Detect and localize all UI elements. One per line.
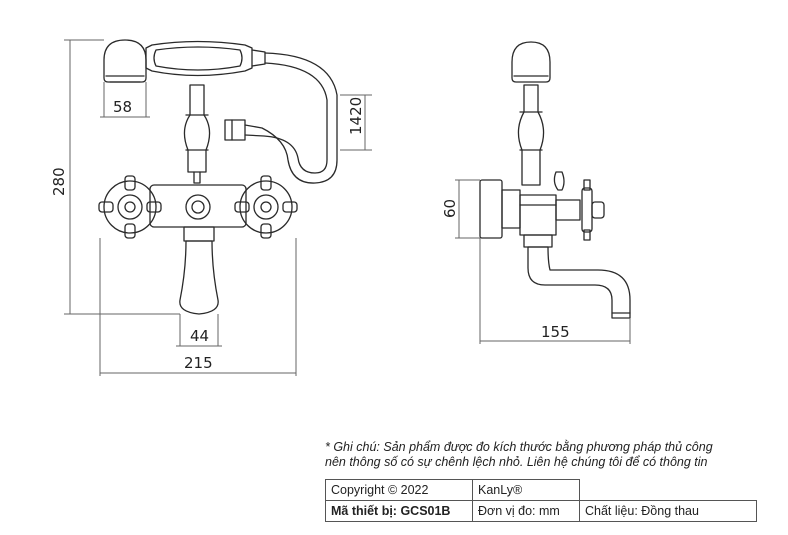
side-cross-handle [581,179,605,241]
mixer-body [149,184,247,228]
dim-label-60: 60 [441,199,459,218]
brand-cell: KanLy® [472,479,580,501]
dim-label-58: 58 [113,98,132,116]
side-spout [527,246,631,319]
dim-label-215: 215 [184,354,213,372]
dim-label-44: 44 [190,327,209,345]
side-body [519,194,557,236]
copyright-cell: Copyright © 2022 [325,479,473,501]
front-spout [179,240,219,315]
note-line-1: * Ghi chú: Sản phẩm được đo kích thước b… [325,440,713,454]
material-cell: Chất liệu: Đồng thau [579,500,757,522]
unit-cell: Đơn vị đo: mm [472,500,580,522]
measurement-note: * Ghi chú: Sản phẩm được đo kích thước b… [325,440,765,470]
shower-hose [244,52,338,184]
spec-table: Copyright © 2022 KanLy® Mã thiết bị: GCS… [325,479,757,522]
side-view [479,41,631,319]
faucet-technical-drawing: 58 1420 280 44 215 60 155 [50,39,631,376]
model-cell: Mã thiết bị: GCS01B [325,500,473,522]
handset-head [103,39,147,83]
right-cross-handle [234,175,298,239]
cradle-column [183,84,211,173]
front-view [98,39,338,315]
wall-flange [479,179,503,239]
diverter-knob [185,194,211,220]
handset-handle [145,40,253,77]
dim-label-155: 155 [541,323,570,341]
spec-row-1: Copyright © 2022 KanLy® [325,479,756,501]
dim-label-280: 280 [50,167,68,196]
spec-row-2: Mã thiết bị: GCS01B Đơn vị đo: mm Chất l… [325,500,757,522]
empty-cell [579,479,756,501]
dim-label-1420: 1420 [347,97,365,135]
note-line-2: nên thông số có sự chênh lệch nhỏ. Liên … [325,455,708,469]
side-handset-head [511,41,551,83]
left-cross-handle [98,175,162,239]
side-column [517,84,545,186]
